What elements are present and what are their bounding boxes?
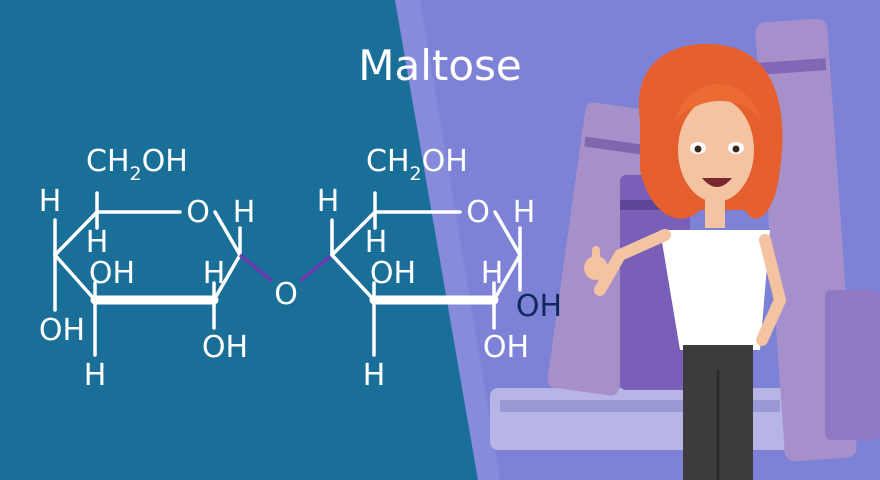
oh-label-c2-left: OH xyxy=(202,330,248,365)
panel-edge-highlight xyxy=(395,0,500,480)
face xyxy=(678,98,754,202)
neck xyxy=(705,198,725,228)
raised-arm xyxy=(594,229,671,296)
bond-c4-c5-left xyxy=(53,210,99,257)
ch2oh-label-left: CH2OH xyxy=(86,144,188,185)
h-label-c3-bottom-right: H xyxy=(363,358,386,393)
glucose-ring-left xyxy=(53,191,242,357)
page-title: Maltose xyxy=(358,41,522,90)
right-pupil xyxy=(732,145,740,153)
oh-label-c2-right: OH xyxy=(483,330,529,365)
h-label-c4-top-left: H xyxy=(39,184,62,219)
left-pupil xyxy=(694,145,702,153)
book-standing-2-band xyxy=(620,200,690,210)
h-label-c5-left: H xyxy=(86,225,109,260)
oh-label-c3-right: OH xyxy=(370,256,416,291)
bond-c1-c2-right xyxy=(492,253,522,302)
white-shirt xyxy=(660,230,770,350)
ring-oxygen-left: O xyxy=(186,195,210,230)
bond-o-c1-right xyxy=(493,210,522,257)
h-label-c1-right: H xyxy=(513,195,536,230)
ring-oxygen-right: O xyxy=(466,195,490,230)
bond-c3-c4-right xyxy=(330,253,376,302)
cartoon-teacher-illustration xyxy=(584,43,787,480)
mouth xyxy=(702,178,732,187)
book-standing-1-band xyxy=(584,136,649,156)
glycosidic-oxygen: O xyxy=(274,277,298,312)
h-label-c2-left: H xyxy=(203,256,226,291)
oh-label-c3-left: OH xyxy=(89,256,135,291)
book-standing-2 xyxy=(620,175,690,390)
oh-label-c4-left: OH xyxy=(39,313,85,348)
bond-c1-c2-left xyxy=(212,253,242,302)
h-label-c3-bottom-left: H xyxy=(84,358,107,393)
glycosidic-bond-left xyxy=(238,253,274,283)
h-label-c4-top-right: H xyxy=(317,184,340,219)
glucose-ring-right xyxy=(330,191,522,357)
ch2oh-label-right: CH2OH xyxy=(366,144,468,185)
book-standing-4 xyxy=(825,290,880,440)
thumbs-up-hand xyxy=(584,256,608,280)
bond-c4-c5-right xyxy=(330,210,377,257)
bond-o-c1-left xyxy=(213,210,242,257)
h-label-c2-right: H xyxy=(481,256,504,291)
hair-fringe xyxy=(676,84,760,120)
bond-c3-c4-left xyxy=(53,253,97,302)
hanging-arm xyxy=(756,234,787,346)
book-standing-3-band xyxy=(759,58,827,75)
thumb xyxy=(592,246,600,266)
glycosidic-bond-right xyxy=(298,253,334,283)
h-label-c5-right: H xyxy=(365,225,388,260)
oh-label-c1-right-highlighted: OH xyxy=(516,289,562,324)
h-label-c1-left: H xyxy=(233,195,256,230)
